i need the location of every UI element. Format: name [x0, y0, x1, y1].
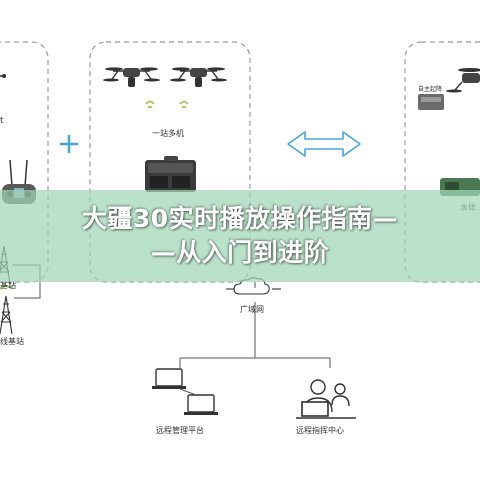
banner-title-line-2: —从入门到进阶	[150, 238, 330, 267]
operator-icon	[296, 379, 356, 419]
base-station-label: 基站	[0, 281, 16, 290]
drone-icon	[446, 68, 480, 93]
remote-platform-label: 远程管理平台	[156, 426, 204, 435]
partial-label: t	[0, 116, 4, 126]
drone-icon	[103, 67, 160, 87]
center-group-frame	[89, 41, 251, 283]
laptop-icon	[184, 394, 218, 415]
multi-station-label: 一站多机	[152, 129, 184, 138]
banner-title-line-1: 大疆30实时播放操作指南—	[81, 204, 399, 233]
remote-command-label: 远程指挥中心	[296, 426, 344, 435]
wifi-icon	[0, 285, 13, 290]
left-group-frame	[0, 41, 49, 283]
right-group-frame	[404, 41, 480, 283]
wifi-icon	[179, 100, 189, 109]
double-arrow-icon	[287, 131, 361, 157]
wifi-icon	[145, 100, 155, 109]
base-station-label: 线基站	[0, 337, 24, 346]
laptop-icon	[152, 368, 186, 389]
wan-label: 广域网	[240, 305, 264, 314]
dock-case-icon	[145, 156, 196, 192]
signal-tower-icon	[0, 295, 13, 335]
autonomous-airport-label: 自主起降	[418, 86, 443, 93]
dock-case-icon	[418, 94, 444, 110]
title-banner: 大疆30实时播放操作指南— —从入门到进阶	[0, 190, 480, 282]
drone-icon	[170, 67, 227, 87]
drone-icon	[0, 74, 6, 78]
plus-icon	[60, 135, 78, 153]
